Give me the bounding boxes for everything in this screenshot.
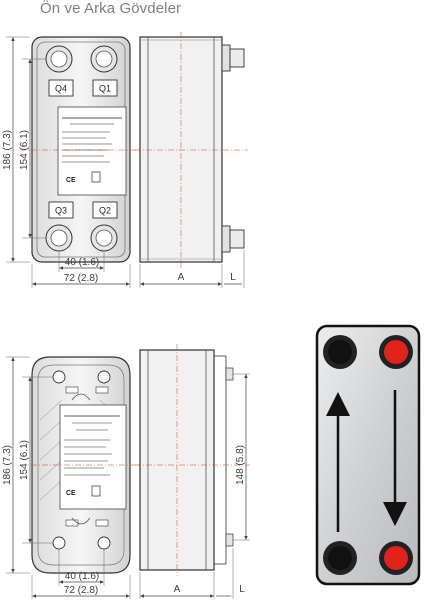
arrow-up-icon <box>326 392 350 532</box>
svg-text:CE: CE <box>66 490 76 497</box>
dim-total-width-top: 72 (2.8) <box>64 273 98 284</box>
port-label-q4: Q4 <box>55 84 67 94</box>
dimensions-bottom: 186 (7.3) 154 (6.1) 40 (1.6) 72 (2.8) <box>2 356 131 599</box>
dim-connection-length-bottom: L <box>239 584 245 595</box>
dimensions-side-top: A L <box>139 250 245 288</box>
dim-total-width-bottom: 72 (2.8) <box>64 585 98 596</box>
side-view-top <box>135 32 248 268</box>
hot-port-top <box>384 340 408 364</box>
arrow-down-icon <box>383 390 407 526</box>
dim-port-distance-top: 154 (6.1) <box>19 130 30 170</box>
nameplate-top: CE <box>57 106 127 196</box>
dim-total-height-bottom: 186 (7.3) <box>2 445 13 485</box>
dim-connection-length-top: L <box>230 272 236 283</box>
cold-port-top <box>328 340 352 364</box>
hot-port-bottom <box>384 546 408 570</box>
page-title: Ön ve Arka Gövdeler <box>40 0 182 17</box>
dimensions-side-bottom: 148 (5.8) A L <box>139 373 250 599</box>
port-q4-circle <box>45 45 73 73</box>
port-q2-circle <box>90 224 118 252</box>
side-view-bottom <box>135 344 250 576</box>
nameplate-bottom: CE <box>59 404 127 510</box>
dim-port-width-bottom: 40 (1.6) <box>65 571 99 582</box>
port-q3-circle <box>45 224 73 252</box>
dim-pack-length-bottom: A <box>174 584 181 595</box>
ce-mark: CE <box>66 177 76 184</box>
flow-diagram <box>315 324 421 586</box>
cold-port-bottom <box>328 546 352 570</box>
dim-pack-length-top: A <box>178 272 185 283</box>
port-label-q1: Q1 <box>99 84 111 94</box>
front-view-top: Q4 Q1 Q3 Q2 CE <box>20 36 142 263</box>
port-label-q2: Q2 <box>99 206 111 216</box>
port-label-q3: Q3 <box>55 206 67 216</box>
dim-rear-port-distance: 148 (5.8) <box>235 445 246 485</box>
dimensions-top: 186 (7.3) 154 (6.1) 40 (1.6) 72 (2.8) <box>2 36 131 288</box>
front-view-bottom: CE <box>20 356 142 574</box>
dim-port-width-top: 40 (1.6) <box>65 257 99 268</box>
book-icon <box>91 171 101 183</box>
port-q1-circle <box>90 45 118 73</box>
dim-total-height-top: 186 (7.3) <box>2 130 13 170</box>
dim-port-distance-bottom: 154 (6.1) <box>19 440 30 480</box>
